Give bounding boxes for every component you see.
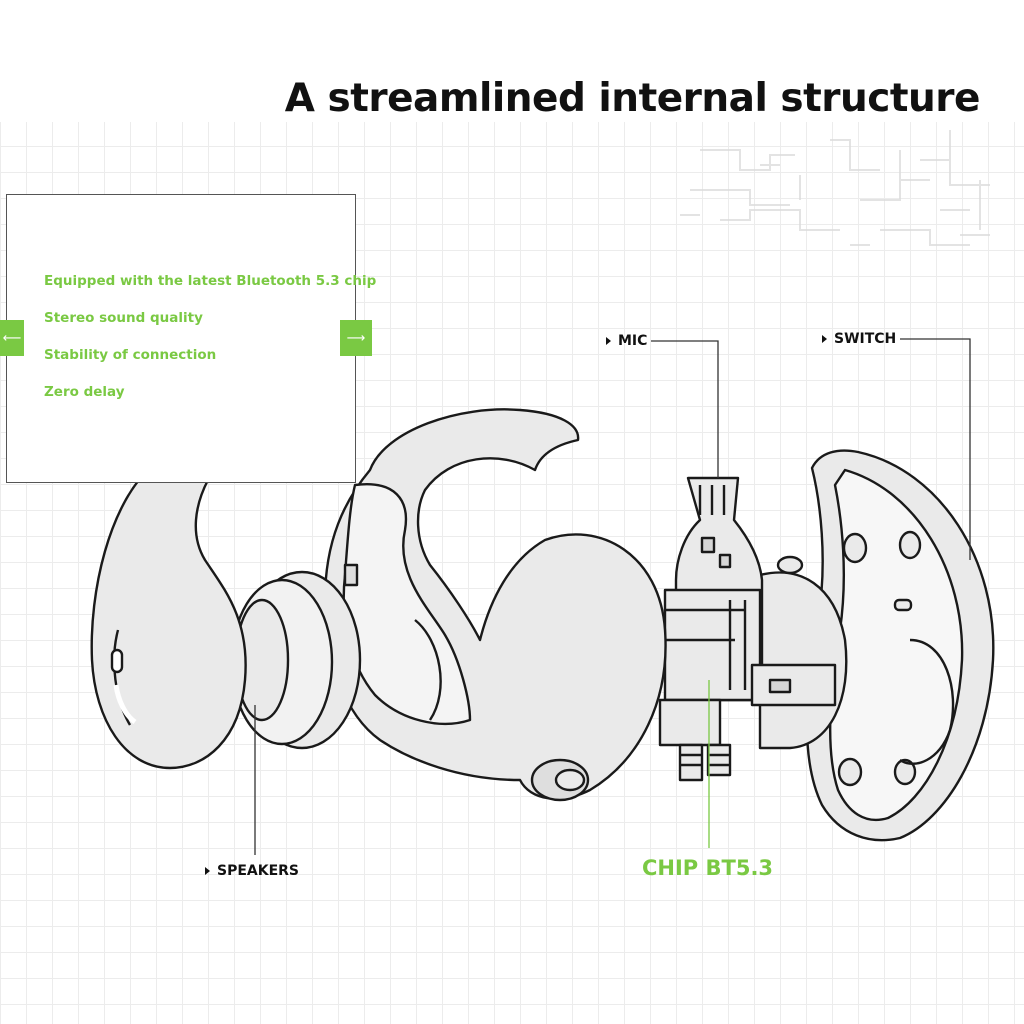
mic-leader-line <box>651 340 719 478</box>
feature-item: Stability of connection <box>44 347 217 363</box>
circuit-pattern-decoration <box>680 130 990 246</box>
caret-right-icon <box>822 335 827 343</box>
header-background <box>0 0 1024 122</box>
feature-list: Equipped with the latest Bluetooth 5.3 c… <box>44 271 376 419</box>
arrow-left-icon: ⟵ <box>2 330 22 345</box>
caret-right-icon <box>205 867 210 875</box>
mic-label-text: MIC <box>618 333 648 349</box>
switch-leader-line <box>900 338 971 560</box>
speakers-label: SPEAKERS <box>205 863 299 879</box>
switch-label: SWITCH <box>822 331 896 347</box>
page-title: A streamlined internal structure <box>284 76 981 121</box>
prev-button[interactable]: ⟵ <box>0 320 24 356</box>
chip-label: CHIP BT5.3 <box>642 856 774 880</box>
switch-label-text: SWITCH <box>834 331 897 347</box>
feature-item: Stereo sound quality <box>44 310 203 326</box>
arrow-right-icon: ⟶ <box>346 330 366 345</box>
speakers-label-text: SPEAKERS <box>217 863 300 879</box>
next-button[interactable]: ⟶ <box>340 320 372 356</box>
feature-box: Equipped with the latest Bluetooth 5.3 c… <box>6 194 376 483</box>
feature-item: Zero delay <box>44 384 125 400</box>
caret-right-icon <box>606 337 611 345</box>
mic-label: MIC <box>606 333 647 349</box>
feature-item: Equipped with the latest Bluetooth 5.3 c… <box>44 273 377 289</box>
ear-tip-cap <box>90 458 247 770</box>
